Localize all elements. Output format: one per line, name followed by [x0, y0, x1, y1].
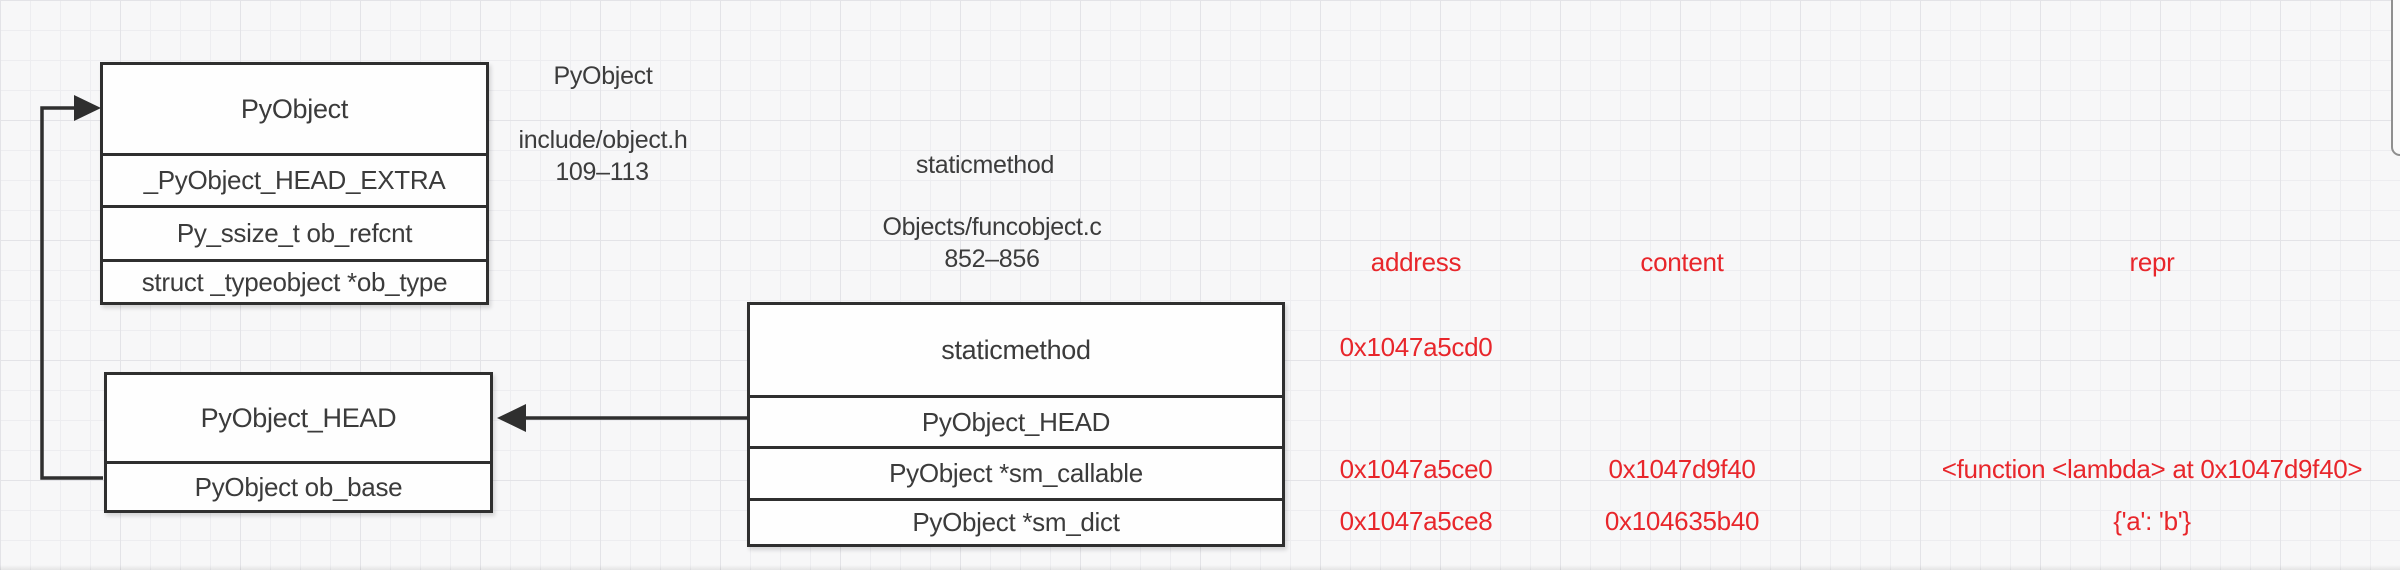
content-value-row2[interactable]: 0x1047d9f40 — [1608, 454, 1756, 484]
pyobject-row-head-extra: _PyObject_HEAD_EXTRA — [103, 153, 486, 205]
staticmethod-struct-box[interactable]: staticmethod PyObject_HEAD PyObject *sm_… — [747, 302, 1285, 547]
column-header-address[interactable]: address — [1370, 247, 1462, 277]
address-value-row3[interactable]: 0x1047a5ce8 — [1339, 506, 1493, 536]
pyobject-row-ob-refcnt: Py_ssize_t ob_refcnt — [103, 205, 486, 259]
repr-value-row2[interactable]: <function <lambda> at 0x1047d9f40> — [1941, 454, 2363, 484]
arrowhead-left-icon — [497, 404, 526, 432]
column-header-repr[interactable]: repr — [2129, 247, 2175, 277]
pyobject-source-title[interactable]: PyObject — [553, 62, 653, 90]
pyobject-head-row-ob-base: PyObject ob_base — [107, 461, 490, 510]
pyobject-box-title: PyObject — [240, 93, 349, 124]
staticmethod-row-sm-callable: PyObject *sm_callable — [750, 446, 1282, 498]
staticmethod-row-sm-dict: PyObject *sm_dict — [750, 498, 1282, 544]
staticmethod-source-lines[interactable]: 852–856 — [944, 245, 1040, 273]
bottom-edge-shade — [0, 565, 2400, 570]
connector-obbase-to-pyobject[interactable] — [40, 95, 103, 480]
connector-elbow-line — [40, 106, 103, 480]
pyobject-source-file[interactable]: include/object.h — [518, 126, 688, 154]
address-value-row1[interactable]: 0x1047a5cd0 — [1339, 332, 1493, 362]
connector-smhead-to-pyobjecthead[interactable] — [497, 404, 747, 432]
column-header-content[interactable]: content — [1640, 247, 1724, 277]
staticmethod-row-pyobject-head: PyObject_HEAD — [750, 395, 1282, 446]
vertical-scrollbar-thumb[interactable] — [2391, 0, 2400, 156]
repr-value-row3[interactable]: {'a': 'b'} — [2113, 506, 2191, 536]
content-value-row3[interactable]: 0x104635b40 — [1604, 506, 1760, 536]
pyobject-row-ob-type: struct _typeobject *ob_type — [103, 259, 486, 302]
staticmethod-box-title: staticmethod — [941, 334, 1091, 365]
pyobject-source-lines[interactable]: 109–113 — [555, 158, 649, 186]
staticmethod-source-file[interactable]: Objects/funcobject.c — [882, 213, 1102, 241]
arrowhead-right-icon — [74, 95, 101, 121]
address-value-row2[interactable]: 0x1047a5ce0 — [1339, 454, 1493, 484]
pyobject-struct-box[interactable]: PyObject _PyObject_HEAD_EXTRA Py_ssize_t… — [100, 62, 489, 305]
staticmethod-source-title[interactable]: staticmethod — [915, 151, 1055, 179]
pyobject-head-box-title: PyObject_HEAD — [200, 402, 397, 433]
pyobject-head-box[interactable]: PyObject_HEAD PyObject ob_base — [104, 372, 493, 513]
